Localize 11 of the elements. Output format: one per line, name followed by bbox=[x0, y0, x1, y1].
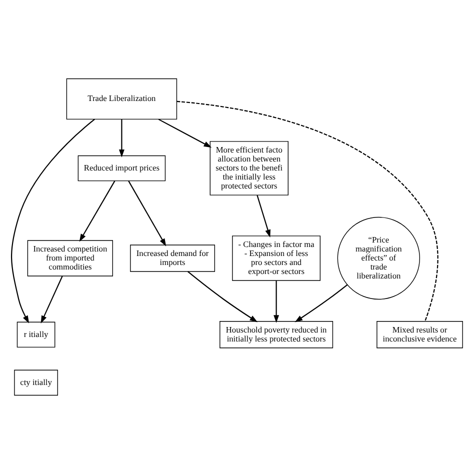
arrow bbox=[40, 276, 63, 324]
arrow bbox=[118, 119, 124, 158]
arrow bbox=[274, 280, 280, 323]
arrow bbox=[294, 284, 348, 322]
arrow bbox=[128, 180, 166, 246]
arrow bbox=[11, 118, 96, 324]
arrow bbox=[158, 118, 212, 148]
connector bbox=[176, 100, 438, 322]
arrow bbox=[188, 271, 258, 322]
arrow bbox=[256, 195, 270, 238]
arrow bbox=[79, 180, 116, 242]
